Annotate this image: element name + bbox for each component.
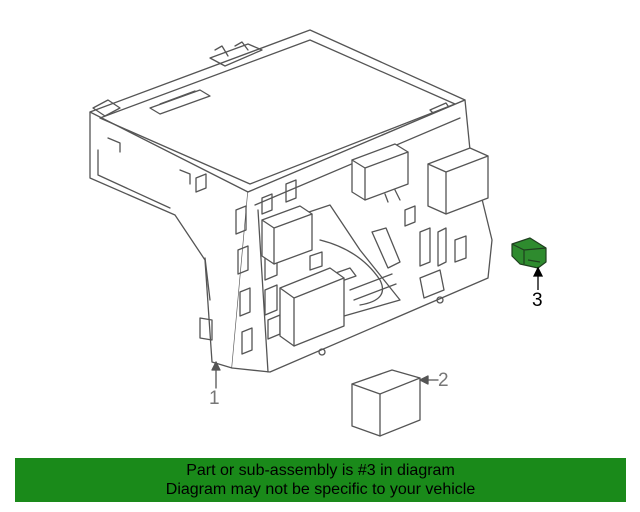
fuse-block-housing: [89, 29, 493, 373]
info-banner: Part or sub-assembly is #3 in diagram Di…: [15, 458, 626, 502]
relay-part-2: [351, 369, 421, 437]
callout-1-leader: [211, 361, 221, 389]
callout-2-label: 2: [438, 370, 449, 391]
callout-3-leader: [532, 266, 544, 290]
callout-2-leader: [419, 375, 439, 385]
highlighted-part-3: [511, 237, 547, 269]
callout-1-label: 1: [209, 388, 220, 409]
banner-line-2: Diagram may not be specific to your vehi…: [165, 481, 476, 498]
banner-line-1: Part or sub-assembly is #3 in diagram: [186, 462, 455, 479]
callout-3-label: 3: [532, 290, 543, 311]
